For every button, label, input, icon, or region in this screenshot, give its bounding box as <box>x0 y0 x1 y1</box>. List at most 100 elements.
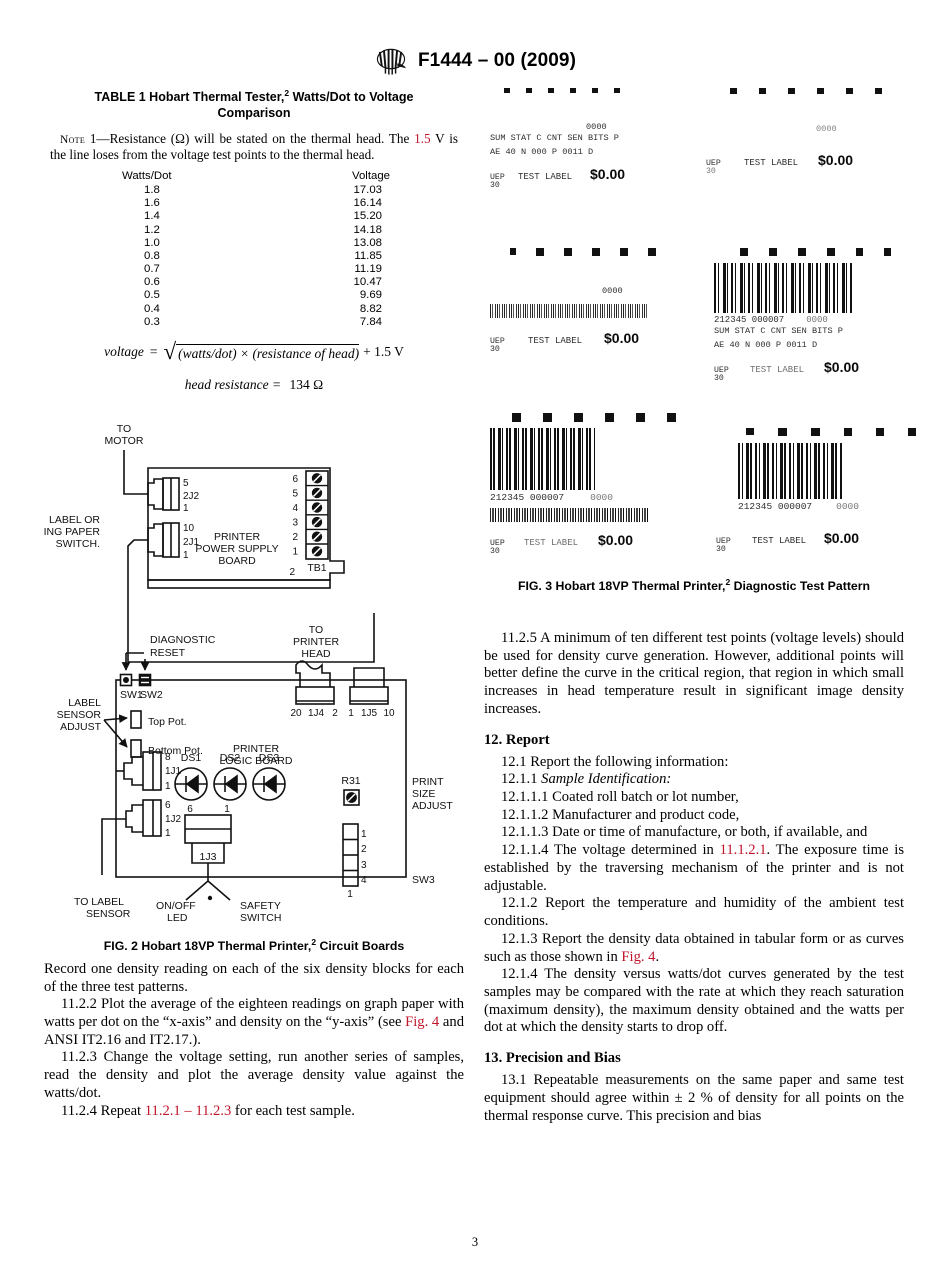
label-bottom-row: UEP 30 TEST LABEL $0.00 <box>706 152 896 176</box>
test-dot <box>548 88 554 93</box>
label-onoff-l1: ON/OFF <box>156 900 196 912</box>
label-printer-head-l1: TO <box>309 624 323 636</box>
note-text-b: V is the line loses from the voltage tes… <box>50 131 459 163</box>
label-number: 0000 <box>586 122 607 132</box>
label-1j1-top: 8 <box>165 752 171 763</box>
cell-watts: 1.8 <box>144 183 160 196</box>
cell-voltage: 8.82 <box>359 302 382 315</box>
dept-code-l1: UEP <box>490 173 505 182</box>
dept-code-l1: UEP <box>706 159 721 168</box>
equation-equals: = <box>149 344 158 360</box>
p4-ref2: 11.2.3 <box>195 1102 232 1119</box>
test-dot <box>512 413 521 422</box>
thermal-label-6: 212345 000007 0000 UEP 30 TEST LABEL $0.… <box>716 428 916 554</box>
label-ds3: DS3 <box>259 752 280 764</box>
test-dot <box>908 428 916 436</box>
p12-1-1-4-a: 12.1.1.4 The voltage determined in <box>501 842 720 859</box>
price-value: $0.00 <box>824 530 860 546</box>
test-dot <box>740 248 748 256</box>
test-dot <box>504 88 510 93</box>
label-r31: R31 <box>341 775 360 787</box>
label-sensor-adj-l2: SENSOR <box>57 709 102 721</box>
p4-ref1: 11.2.1 <box>144 1102 181 1119</box>
cell-watts: 0.4 <box>144 302 160 315</box>
label-to-motor-l2: MOTOR <box>105 435 144 447</box>
label-sw1: SW1 <box>120 689 143 701</box>
cell-watts: 0.6 <box>144 276 160 289</box>
test-dot <box>543 413 552 422</box>
tb1-pin-3: 3 <box>292 517 298 528</box>
label-listing-l2: LISTING PAPER <box>44 526 100 538</box>
label-header-row: SUM STAT C CNT SEN BITS P <box>714 326 843 336</box>
fig2-caption-pre: FIG. 2 Hobart 18VP Thermal Printer, <box>103 938 312 953</box>
label-safety-l1: SAFETY <box>240 900 281 912</box>
para-11-2-4: 11.2.4 Repeat 11.2.1 – 11.2.3 for each t… <box>44 1103 464 1121</box>
label-psu-l2: POWER SUPPLY <box>195 543 278 555</box>
label-top-pot: Top Pot. <box>148 716 187 728</box>
label-header-row: SUM STAT C CNT SEN BITS P <box>490 133 619 143</box>
note-text-a: 1—Resistance (Ω) will be stated on the t… <box>85 131 415 147</box>
label-listing-l1: LABEL OR <box>49 514 100 526</box>
label-bottom-pot: Bottom Pot. <box>148 745 203 757</box>
test-dot <box>798 248 806 256</box>
dept-code-l1: UEP <box>490 539 505 548</box>
test-dot <box>510 248 516 255</box>
circuit-board-diagram: TO MOTOR LABEL OR LISTING PAPER SWITCH. … <box>44 423 453 924</box>
price-value: $0.00 <box>824 359 860 375</box>
test-dot <box>844 428 852 436</box>
label-tb1: TB1 <box>307 562 326 574</box>
test-label-text: TEST LABEL <box>750 365 805 375</box>
dept-code-l1: UEP <box>490 337 505 346</box>
barcode-digits: 212345 000007 <box>738 501 813 512</box>
label-to-label-sensor-l2: SENSOR <box>86 908 131 920</box>
cell-watts: 1.2 <box>144 223 160 236</box>
label-1j1: 1J1 <box>165 766 182 777</box>
test-label-text: TEST LABEL <box>752 536 807 546</box>
test-dot <box>648 248 656 256</box>
price-value: $0.00 <box>818 152 854 168</box>
table-header-row: Watts/Dot Voltage <box>104 170 404 183</box>
dot-row <box>490 248 680 256</box>
cell-voltage: 15.20 <box>353 210 382 223</box>
smear-band <box>490 508 650 522</box>
radicand: (watts/dot) × (resistance of head) <box>176 344 360 362</box>
cell-watts: 0.5 <box>144 289 160 302</box>
barcode <box>714 263 854 313</box>
p2-fig-ref: Fig. 4 <box>405 1013 440 1030</box>
test-dot <box>876 428 884 436</box>
tb1-pin-5: 5 <box>292 488 298 499</box>
cell-voltage: 13.08 <box>353 236 382 249</box>
cell-watts: 0.3 <box>144 315 160 328</box>
figure-3-caption: FIG. 3 Hobart 18VP Thermal Printer,2 Dia… <box>484 577 904 593</box>
head-resistance-value: 134 Ω <box>289 376 324 392</box>
label-1j3-left: 6 <box>187 804 193 815</box>
sw3-pin-4: 4 <box>361 875 367 886</box>
test-dot <box>574 413 583 422</box>
p2-a: 11.2.2 Plot the average of the eighteen … <box>44 996 464 1030</box>
test-label-text: TEST LABEL <box>528 336 583 346</box>
right-column: 0000 SUM STAT C CNT SEN BITS P AE 40 N 0… <box>484 88 916 1125</box>
label-1j5-right: 10 <box>383 708 395 719</box>
test-dot <box>536 248 544 256</box>
sw3-bottom-pin: 1 <box>347 889 353 900</box>
test-dot <box>592 88 598 93</box>
label-2j2-top: 5 <box>183 478 189 489</box>
test-dot <box>884 248 891 256</box>
barcode <box>490 428 595 490</box>
label-data-row: AE 40 N 000 P 0011 D <box>714 340 818 350</box>
fig2-caption-post: Circuit Boards <box>316 938 405 953</box>
dot-row <box>714 248 904 256</box>
label-ds2: DS2 <box>220 752 241 764</box>
label-bottom-row: UEP 30 TEST LABEL $0.00 <box>490 166 670 190</box>
label-number: 0000 <box>590 492 613 503</box>
label-1j5-left: 1 <box>348 708 354 719</box>
label-bottom-row: UEP 30 TEST LABEL $0.00 <box>716 530 916 554</box>
test-dot <box>605 413 614 422</box>
label-printer-head-l2: PRINTER <box>293 636 340 648</box>
p4-b: for each test sample. <box>231 1102 355 1119</box>
p12-1-1-num: 12.1.1 <box>501 771 542 788</box>
thermal-label-3: 0000 UEP 30 TEST LABEL $0.00 <box>490 248 680 354</box>
